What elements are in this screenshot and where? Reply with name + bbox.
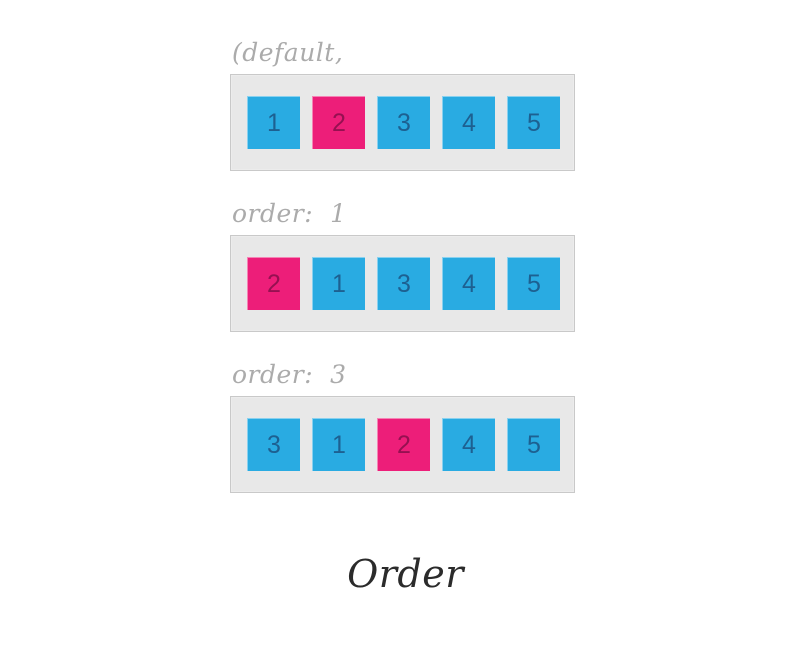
flex-item-number: 2 [267,269,281,298]
flex-container-default: 1 2 3 4 5 [230,74,575,171]
example-label-default: (default, [232,38,344,67]
flex-item-number: 4 [462,430,476,459]
flex-item: 3 [377,96,430,149]
figure-title: Order [347,552,464,596]
flex-item-highlighted: 2 [312,96,365,149]
flex-item: 5 [507,257,560,310]
flex-item: 3 [247,418,300,471]
example-order-3: order: 3 3 1 2 4 5 [230,352,575,493]
example-label-order-1: order: 1 [232,199,347,228]
flex-item: 1 [247,96,300,149]
flex-container-order-3: 3 1 2 4 5 [230,396,575,493]
flex-item-number: 2 [397,430,411,459]
flex-item: 4 [442,418,495,471]
flex-item-number: 1 [267,108,281,137]
flex-item: 4 [442,96,495,149]
example-default: (default, 1 2 3 4 5 [230,30,575,171]
flex-item-highlighted: 2 [247,257,300,310]
flex-item-highlighted: 2 [377,418,430,471]
flex-item-number: 3 [267,430,281,459]
flex-item: 3 [377,257,430,310]
example-label-order-3: order: 3 [232,360,347,389]
example-order-1: order: 1 2 1 3 4 5 [230,191,575,332]
flex-item-number: 1 [332,430,346,459]
flex-item-number: 5 [527,430,541,459]
flex-item: 4 [442,257,495,310]
flex-item-number: 2 [332,108,346,137]
flex-item: 1 [312,257,365,310]
flex-item: 5 [507,96,560,149]
flex-item-number: 3 [397,108,411,137]
flex-container-order-1: 2 1 3 4 5 [230,235,575,332]
flex-item-number: 5 [527,269,541,298]
flex-item-number: 1 [332,269,346,298]
flex-item-number: 4 [462,269,476,298]
flex-item: 1 [312,418,365,471]
flex-item-number: 4 [462,108,476,137]
flex-item: 5 [507,418,560,471]
flex-item-number: 5 [527,108,541,137]
flex-item-number: 3 [397,269,411,298]
